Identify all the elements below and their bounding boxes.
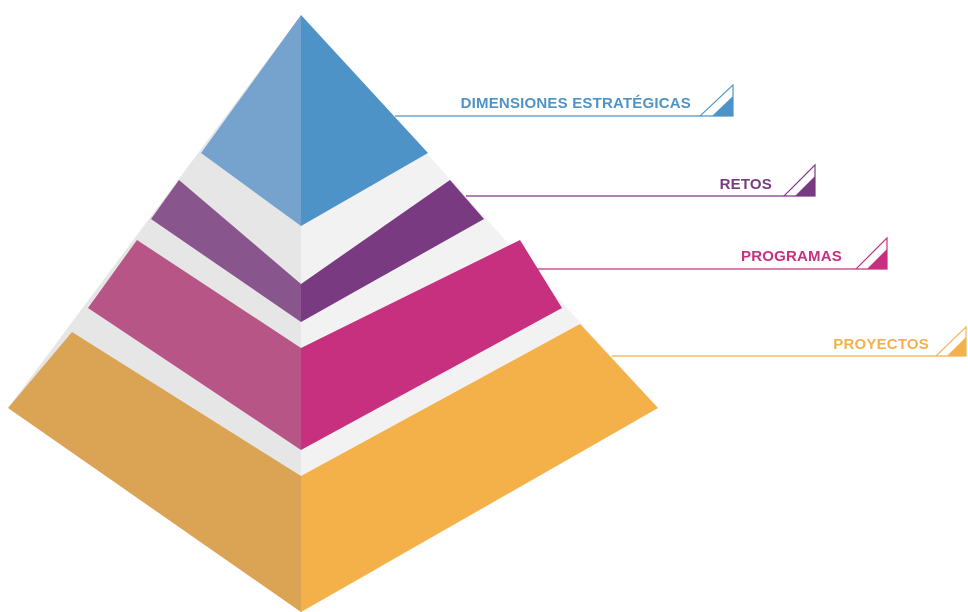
tier-dimensiones-left-face	[201, 15, 301, 226]
marker-dimensiones-fill	[712, 96, 733, 116]
marker-proyectos	[934, 325, 967, 357]
tier-retos-left-face	[151, 180, 301, 322]
tier-programas-right-face	[301, 240, 562, 450]
leader-lines	[395, 115, 936, 357]
tier-retos-right-face	[301, 180, 484, 322]
marker-retos	[782, 163, 816, 197]
label-retos: RETOS	[720, 176, 772, 193]
tier-programas	[88, 240, 562, 450]
label-dimensiones: DIMENSIONES ESTRATÉGICAS	[461, 95, 691, 112]
label-proyectos: PROYECTOS	[833, 336, 929, 353]
level-labels: DIMENSIONES ESTRATÉGICAS RETOS PROGRAMAS…	[461, 95, 929, 353]
level-markers	[698, 83, 967, 357]
label-programas: PROGRAMAS	[741, 248, 842, 265]
tier-proyectos	[8, 324, 658, 612]
tier-dimensiones-right-face	[301, 15, 428, 226]
marker-proyectos-fill	[947, 337, 966, 356]
tier-programas-left-face	[88, 240, 301, 450]
tier-proyectos-right-face	[301, 324, 658, 612]
marker-retos-fill	[795, 176, 815, 196]
marker-dimensiones	[698, 83, 734, 117]
tier-retos	[151, 180, 484, 322]
tier-proyectos-left-face	[8, 332, 301, 612]
tier-dimensiones	[201, 15, 428, 226]
marker-programas	[854, 236, 888, 270]
marker-programas-fill	[867, 249, 887, 269]
